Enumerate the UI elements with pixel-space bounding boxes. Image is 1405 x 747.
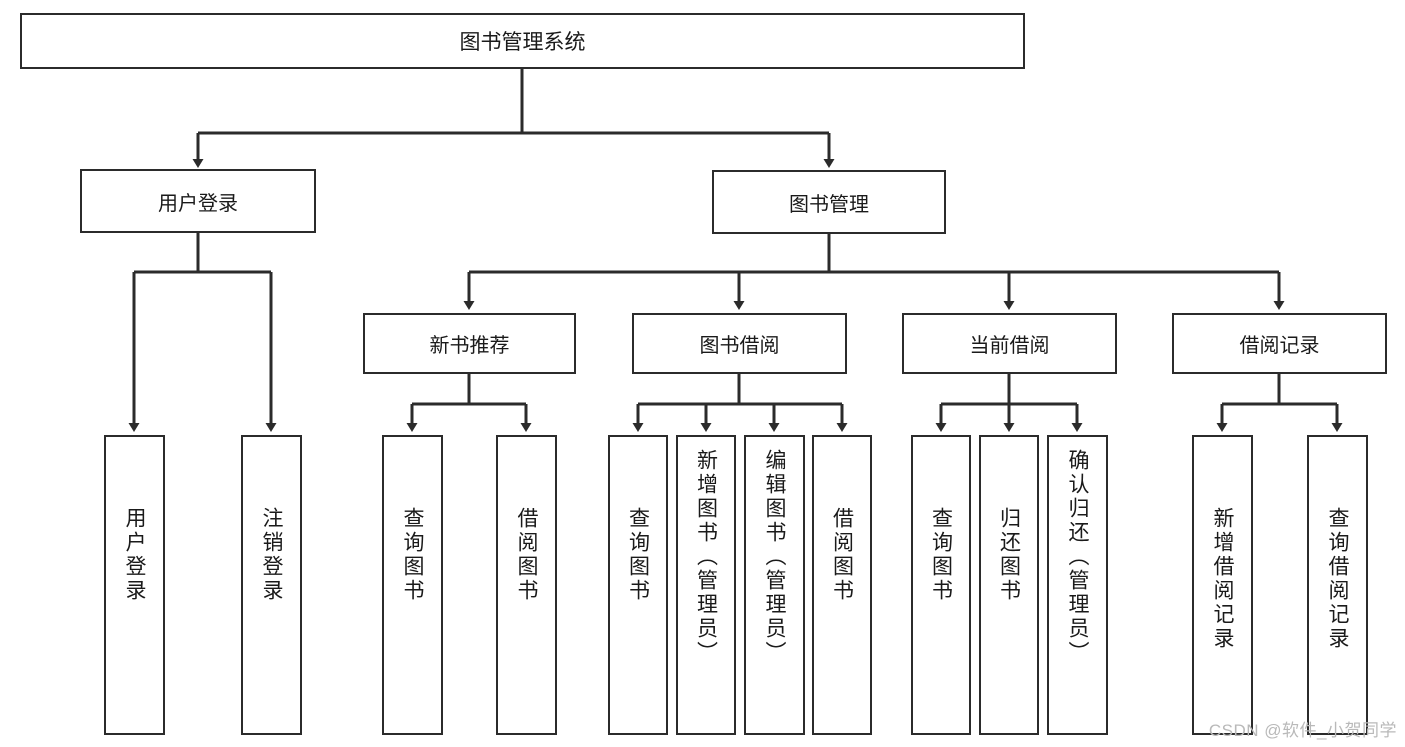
node-label: 借阅记录	[1239, 335, 1320, 357]
node-label: 用户登录	[123, 507, 146, 603]
node-label: 查询图书	[626, 507, 650, 603]
leaf-borrow-add-book-admin[interactable]: 新增图书（管理员）	[676, 435, 736, 735]
leaf-record-add-record[interactable]: 新增借阅记录	[1192, 435, 1253, 735]
csdn-watermark: CSDN @软件_小贺同学	[1208, 721, 1397, 740]
node-current-borrow[interactable]: 当前借阅	[902, 313, 1117, 374]
node-label: 图书借阅	[699, 335, 780, 357]
node-label: 查询借阅记录	[1326, 507, 1349, 651]
node-root-system[interactable]: 图书管理系统	[20, 13, 1025, 69]
node-label: 注销登录	[260, 507, 283, 603]
node-label: 新增借阅记录	[1211, 507, 1234, 651]
leaf-user-login-logout[interactable]: 注销登录	[241, 435, 302, 735]
node-book-management[interactable]: 图书管理	[712, 170, 946, 234]
node-label: 当前借阅	[969, 335, 1050, 357]
node-label: 图书管理系统	[459, 31, 586, 54]
node-book-borrow[interactable]: 图书借阅	[632, 313, 847, 374]
node-new-book-recommend[interactable]: 新书推荐	[363, 313, 576, 374]
leaf-user-login-login[interactable]: 用户登录	[104, 435, 165, 735]
node-label: 查询图书	[929, 507, 953, 603]
node-label: 借阅图书	[515, 507, 538, 603]
leaf-borrow-borrow-book[interactable]: 借阅图书	[812, 435, 872, 735]
leaf-recommend-query-book[interactable]: 查询图书	[382, 435, 443, 735]
node-borrow-record[interactable]: 借阅记录	[1172, 313, 1387, 374]
node-label: 归还图书	[997, 507, 1021, 603]
leaf-current-confirm-return-admin[interactable]: 确认归还（管理员）	[1047, 435, 1108, 735]
node-label: 确认归还（管理员）	[1066, 449, 1089, 665]
node-label: 用户登录	[158, 192, 238, 215]
node-label: 编辑图书（管理员）	[763, 449, 786, 665]
node-user-login[interactable]: 用户登录	[80, 169, 316, 233]
leaf-current-return-book[interactable]: 归还图书	[979, 435, 1039, 735]
node-label: 借阅图书	[830, 507, 854, 603]
leaf-record-query-record[interactable]: 查询借阅记录	[1307, 435, 1368, 735]
leaf-current-query-book[interactable]: 查询图书	[911, 435, 971, 735]
node-label: 新书推荐	[429, 335, 510, 357]
leaf-recommend-borrow-book[interactable]: 借阅图书	[496, 435, 557, 735]
leaf-borrow-edit-book-admin[interactable]: 编辑图书（管理员）	[744, 435, 805, 735]
node-label: 新增图书（管理员）	[694, 449, 718, 665]
node-label: 查询图书	[401, 507, 424, 603]
node-label: 图书管理	[789, 193, 869, 216]
leaf-borrow-query-book[interactable]: 查询图书	[608, 435, 668, 735]
